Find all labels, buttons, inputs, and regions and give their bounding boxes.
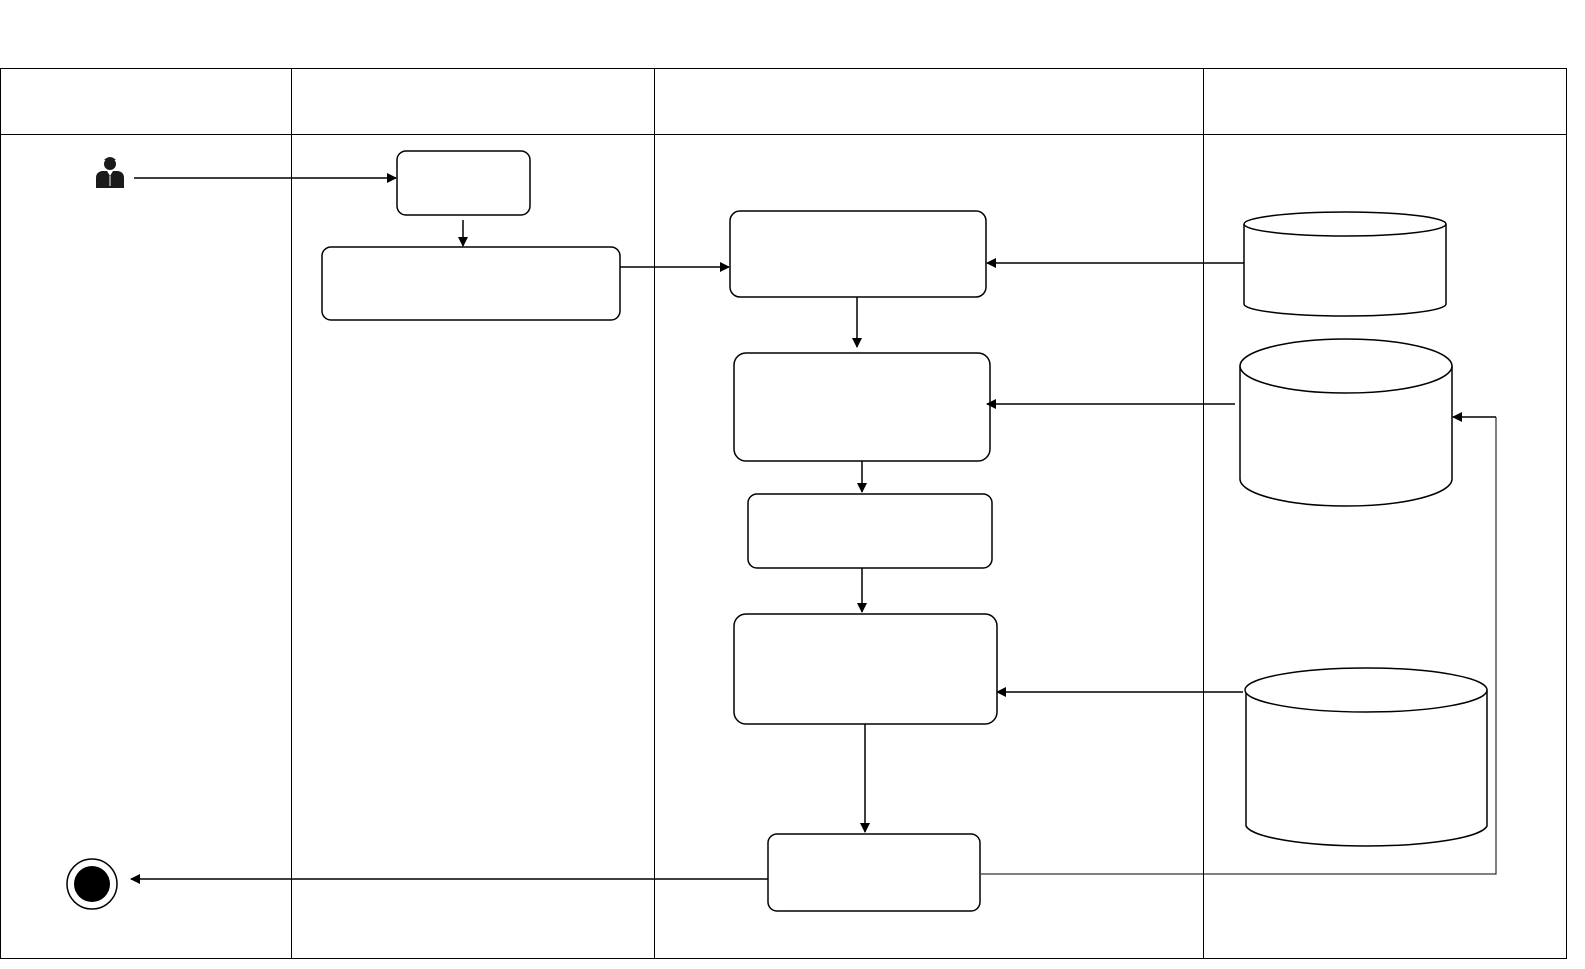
datastore-3[interactable]: [1244, 667, 1488, 847]
user-actor-icon: [96, 157, 124, 188]
datastore-2[interactable]: [1239, 338, 1453, 507]
activity-node-1[interactable]: [396, 150, 531, 216]
activity-node-7[interactable]: [767, 833, 981, 912]
activity-node-3[interactable]: [729, 210, 987, 298]
edge-step7-to-store2: [981, 417, 1497, 875]
activity-node-2[interactable]: [321, 246, 621, 321]
swimlane-frame: [0, 68, 1567, 959]
datastore-1[interactable]: [1243, 211, 1447, 317]
final-state-node: [66, 858, 118, 910]
activity-node-4[interactable]: [733, 352, 991, 462]
activity-node-6[interactable]: [733, 613, 998, 725]
activity-node-5[interactable]: [747, 493, 993, 569]
